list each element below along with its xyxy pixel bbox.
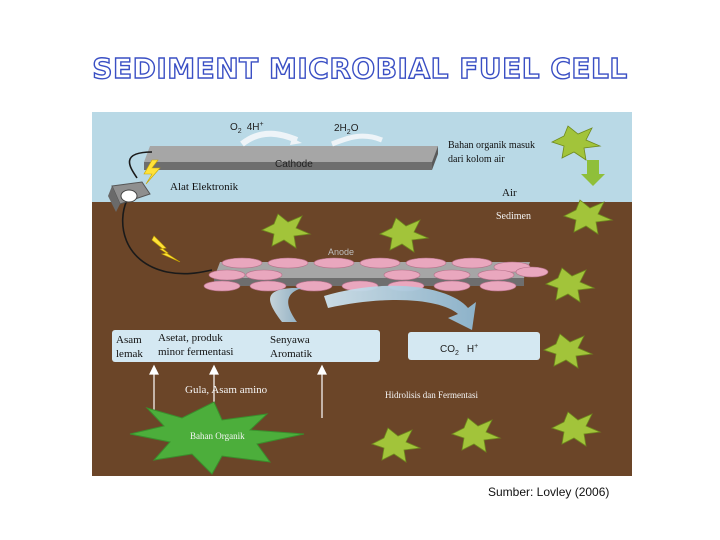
microbe-icon (378, 217, 430, 253)
lightning-icon (151, 235, 181, 263)
fatty-acid-label-2: lemak (116, 348, 143, 360)
organic-input-label-2: dari kolom air (448, 154, 505, 165)
cathode-electrode (144, 130, 438, 170)
sugar-label: Gula, Asam amino (185, 384, 268, 396)
organic-input-label-1: Bahan organik masuk (448, 140, 535, 151)
cathode-label: Cathode (275, 159, 313, 170)
microbe-icon (260, 213, 312, 249)
up-arrows (149, 364, 327, 422)
page-title: SEDIMENT MICROBIAL FUEL CELL (92, 51, 628, 85)
microbe-icon (550, 411, 602, 447)
h2o-label: 2H2O (334, 123, 359, 136)
flow-arrow-left (270, 288, 302, 322)
hydrolysis-label: Hidrolisis dan Fermentasi (385, 390, 478, 400)
fatty-acid-label-1: Asam (116, 334, 142, 346)
organic-matter-star-icon (129, 401, 305, 475)
acetate-label-1: Asetat, produk (158, 332, 223, 344)
acetate-label-2: minor fermentasi (158, 346, 233, 358)
microbe-icons (260, 125, 614, 463)
anode-bacteria (203, 257, 549, 292)
electronic-device-icon (108, 159, 161, 212)
water-label: Air (502, 187, 517, 199)
aromatic-label-2: Aromatik (270, 348, 313, 360)
microbe-icon (544, 267, 596, 303)
fermentation-products-box (112, 330, 380, 362)
aromatic-label-1: Senyawa (270, 334, 310, 346)
microbe-icon (450, 417, 502, 453)
microbe-icon (370, 427, 422, 463)
circuit-wire (121, 151, 213, 275)
microbe-icon (542, 333, 594, 369)
flow-arrow-right (324, 285, 476, 330)
electronics-label: Alat Elektronik (170, 181, 239, 193)
microbe-icon (562, 199, 614, 235)
organic-matter-label: Bahan Organik (190, 431, 245, 441)
sediment-label: Sedimen (496, 211, 531, 222)
anode-label: Anode (328, 247, 354, 257)
source-citation: Sumber: Lovley (2006) (488, 485, 610, 499)
co2-box (408, 332, 540, 360)
microbe-icon (550, 125, 602, 161)
down-arrow-icon (581, 160, 605, 186)
